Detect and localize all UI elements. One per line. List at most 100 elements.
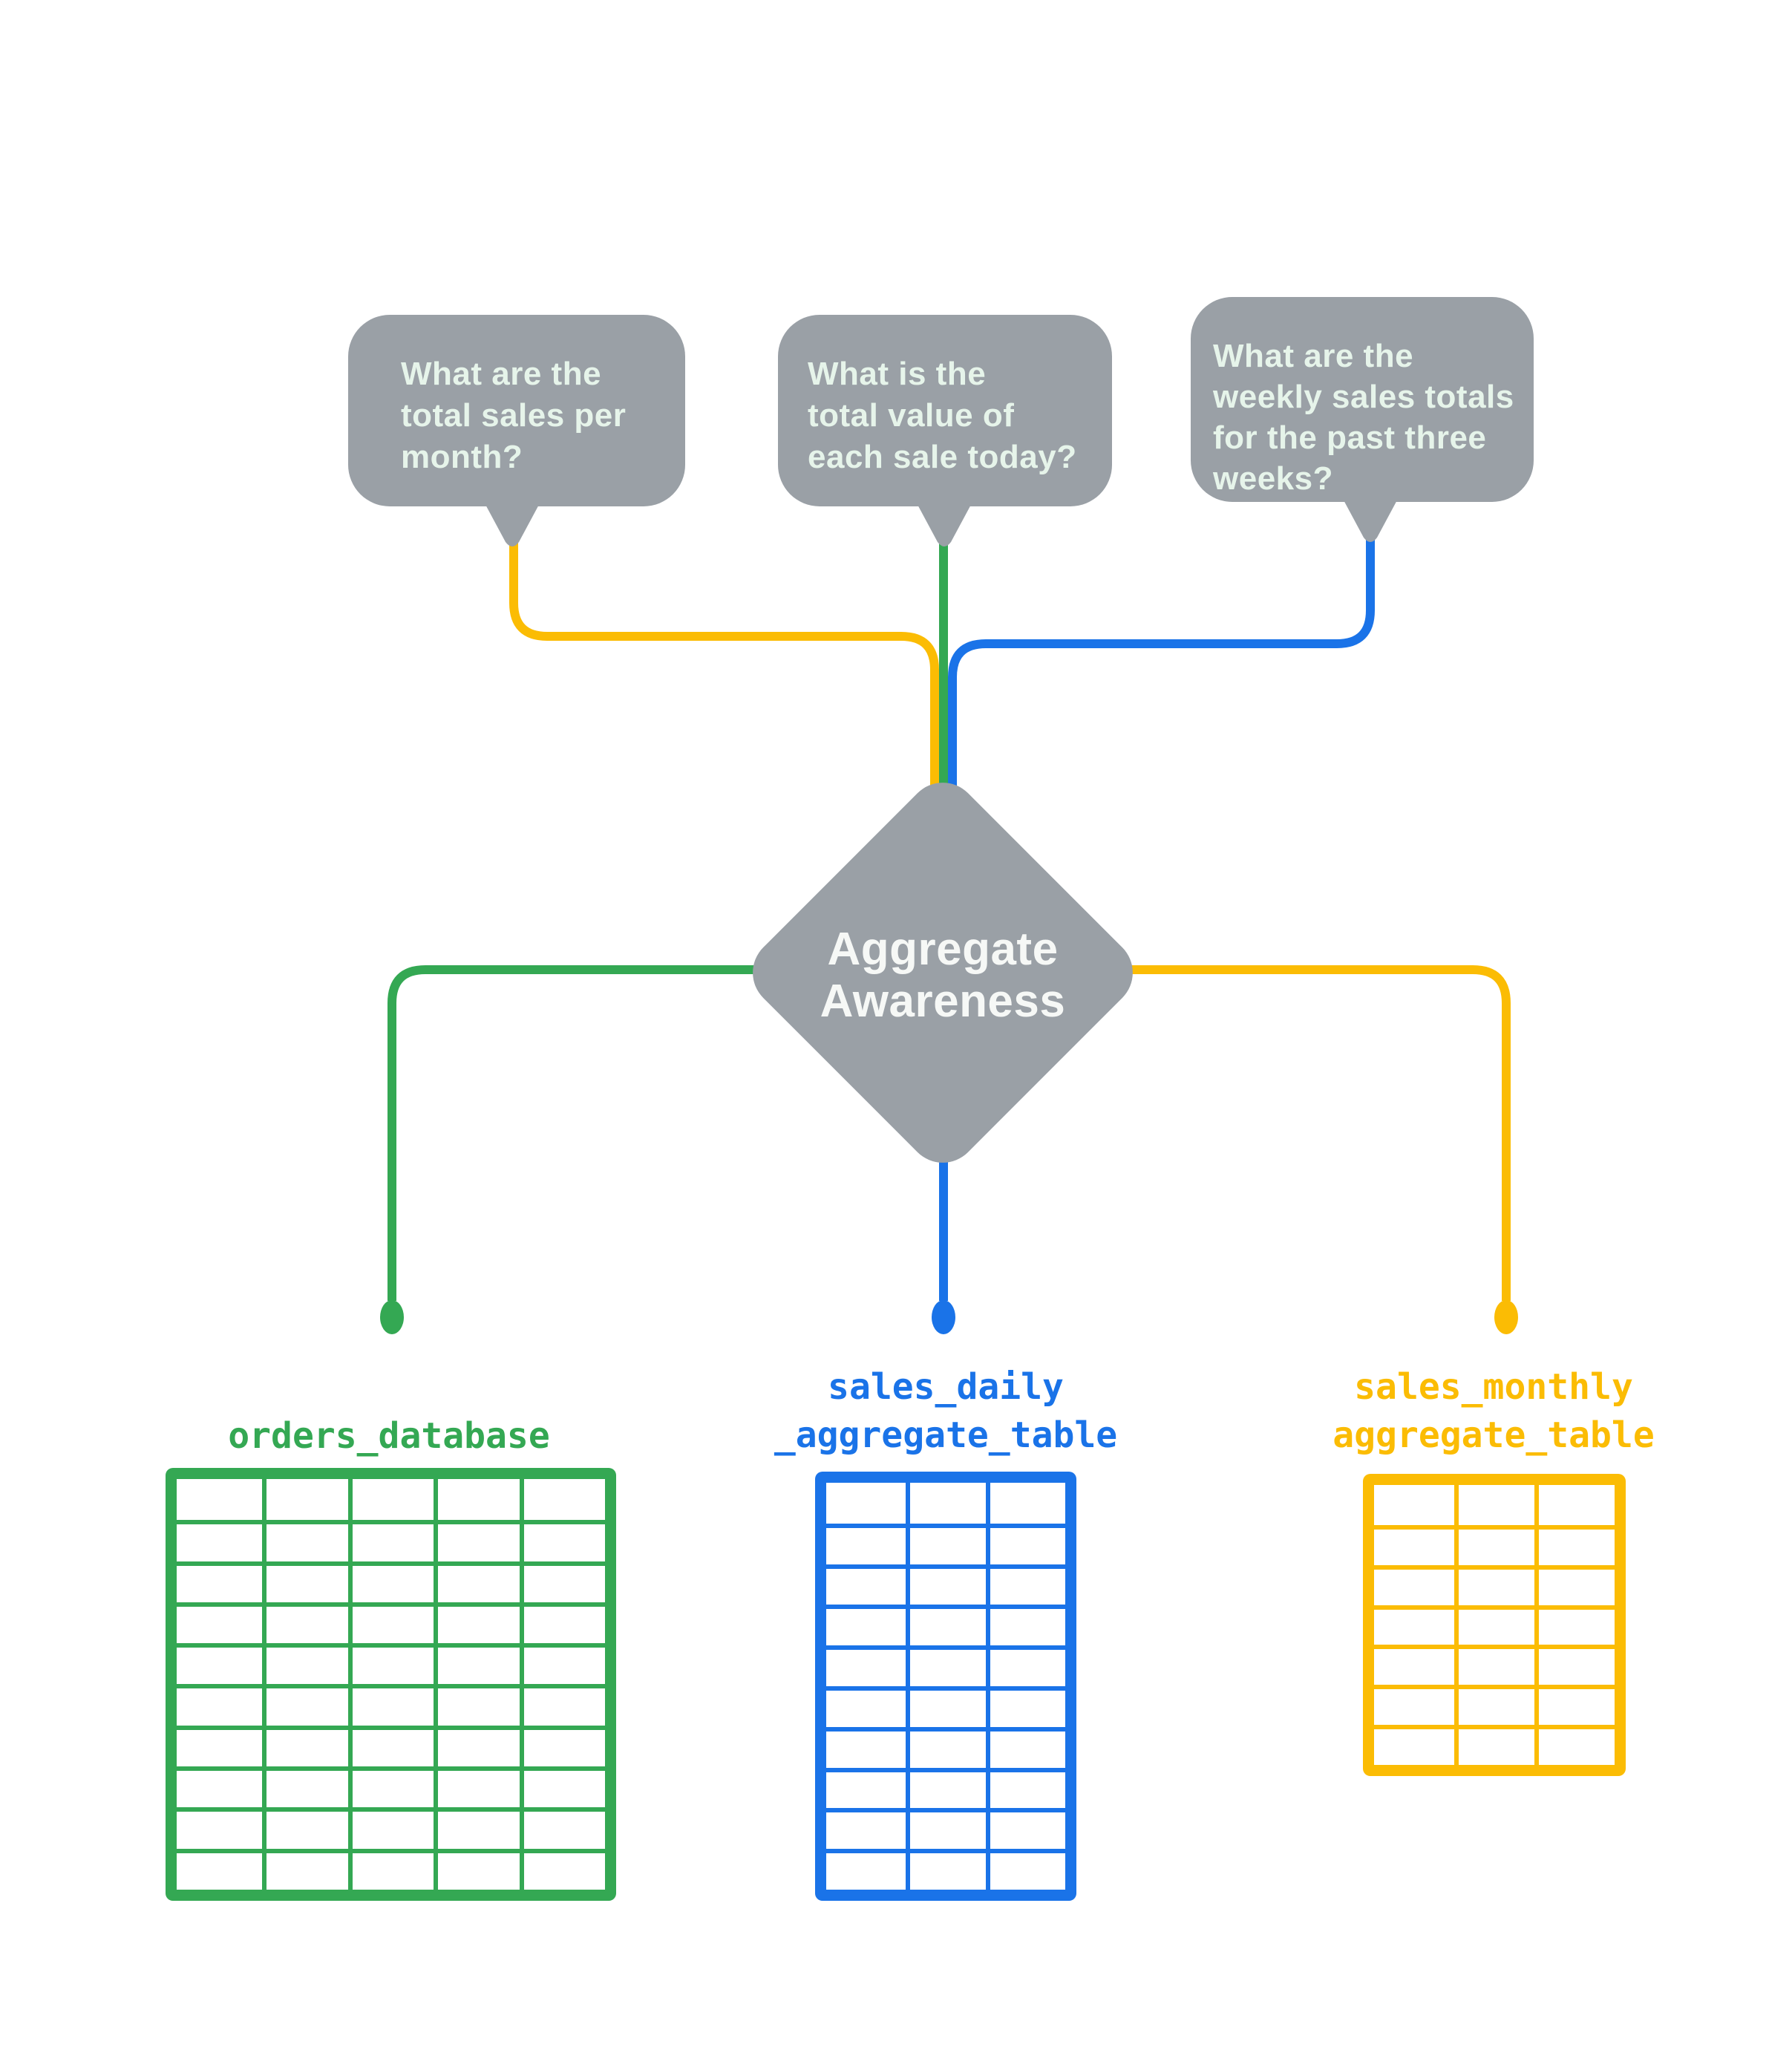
table-cell xyxy=(985,1808,1065,1850)
table-cell xyxy=(1374,1524,1454,1565)
table-cell xyxy=(1454,1645,1534,1685)
table-cell xyxy=(177,1766,263,1807)
table-cell xyxy=(434,1848,520,1890)
speech-bubble-body xyxy=(348,315,685,506)
table-cell xyxy=(906,1523,986,1564)
table-cell xyxy=(985,1645,1065,1686)
table-cell xyxy=(1534,1485,1615,1525)
table-cell xyxy=(1534,1524,1615,1565)
table-cell xyxy=(177,1520,263,1561)
table-cell xyxy=(906,1726,986,1768)
table-cell xyxy=(434,1807,520,1849)
table-cell xyxy=(1454,1685,1534,1726)
speech-bubble-weekly-question xyxy=(1191,297,1534,542)
table-cell xyxy=(906,1849,986,1890)
question-line: for the past three xyxy=(1213,420,1487,456)
table-cell xyxy=(519,1725,605,1767)
table-cell xyxy=(434,1520,520,1561)
table-cell xyxy=(177,1561,263,1602)
diamond-label-line: Aggregate xyxy=(827,924,1059,975)
table-cell xyxy=(347,1725,434,1767)
question-line: weekly sales totals xyxy=(1213,379,1514,415)
table-cell xyxy=(906,1767,986,1809)
table-cell xyxy=(906,1605,986,1646)
table-cell xyxy=(906,1685,986,1727)
sales-daily-aggregate-table xyxy=(815,1472,1076,1901)
table-cell xyxy=(177,1643,263,1684)
endpoint-dot-blue xyxy=(932,1300,955,1334)
endpoint-dot-yellow xyxy=(1494,1300,1518,1334)
table-cell xyxy=(985,1767,1065,1809)
table-cell xyxy=(519,1561,605,1602)
table-cell xyxy=(434,1643,520,1685)
question-line: What is the xyxy=(808,356,987,392)
table-cell xyxy=(347,1848,434,1890)
table-cell xyxy=(434,1725,520,1767)
table-cell xyxy=(262,1725,348,1767)
table-cell xyxy=(985,1564,1065,1605)
sales-monthly-aggregate-table-label: sales_monthly aggregate_table xyxy=(1271,1363,1716,1460)
table-cell xyxy=(519,1684,605,1726)
speech-bubble-tail xyxy=(916,502,972,546)
table-cell xyxy=(906,1645,986,1686)
table-cell xyxy=(1374,1685,1454,1725)
table-cell xyxy=(519,1848,605,1890)
question-line: weeks? xyxy=(1213,460,1333,497)
table-cell xyxy=(262,1479,347,1521)
table-cell xyxy=(906,1564,986,1605)
connector-orders-database-line xyxy=(387,965,802,1301)
table-cell xyxy=(519,1479,605,1521)
table-cell xyxy=(826,1564,906,1605)
table-cell xyxy=(177,1602,263,1643)
question-line: each sale today? xyxy=(808,439,1077,475)
table-label-line: sales_daily xyxy=(828,1366,1064,1408)
table-cell xyxy=(262,1684,348,1726)
table-cell xyxy=(347,1807,434,1849)
table-cell xyxy=(985,1483,1065,1524)
table-cell xyxy=(262,1807,348,1849)
table-cell xyxy=(434,1766,520,1808)
table-label-line: sales_monthly xyxy=(1354,1366,1633,1408)
table-cell xyxy=(985,1523,1065,1564)
table-cell xyxy=(347,1602,434,1644)
table-cell xyxy=(262,1520,348,1561)
table-cell xyxy=(826,1645,906,1686)
table-cell xyxy=(906,1808,986,1850)
table-cell xyxy=(1374,1605,1454,1645)
table-cell xyxy=(1534,1725,1615,1765)
table-cell xyxy=(347,1766,434,1808)
speech-bubble-body xyxy=(1191,297,1534,502)
orders-database-table xyxy=(166,1468,616,1901)
endpoint-dot-green xyxy=(380,1300,404,1334)
table-cell xyxy=(177,1725,263,1766)
speech-bubble-daily-question xyxy=(778,315,1112,546)
orders-database-label: orders_database xyxy=(166,1412,612,1460)
table-cell xyxy=(519,1643,605,1685)
table-cell xyxy=(1534,1564,1615,1605)
sales-monthly-aggregate-table xyxy=(1363,1474,1626,1776)
table-cell xyxy=(1534,1645,1615,1685)
table-cell xyxy=(1454,1564,1534,1605)
table-cell xyxy=(262,1561,348,1602)
table-cell xyxy=(826,1685,906,1727)
table-cell xyxy=(826,1849,906,1890)
daily-question-text: What is the total value of each sale tod… xyxy=(808,353,1077,478)
table-cell xyxy=(434,1561,520,1602)
table-cell xyxy=(347,1520,434,1561)
question-line: What are the xyxy=(401,356,602,392)
table-cell xyxy=(262,1766,348,1808)
question-line: total sales per xyxy=(401,397,627,434)
question-line: total value of xyxy=(808,397,1015,434)
aggregate-awareness-diamond xyxy=(753,783,1133,1163)
table-cell xyxy=(1454,1605,1534,1645)
table-label-line: _aggregate_table xyxy=(774,1414,1118,1456)
table-cell xyxy=(262,1643,348,1685)
speech-bubble-tail xyxy=(1342,497,1399,542)
table-cell xyxy=(1374,1564,1454,1605)
table-cell xyxy=(906,1483,985,1524)
table-cell xyxy=(434,1602,520,1644)
connector-weekly-question-line xyxy=(948,523,1375,824)
table-label-line: orders_database xyxy=(228,1415,550,1457)
monthly-question-text: What are the total sales per month? xyxy=(401,353,626,478)
